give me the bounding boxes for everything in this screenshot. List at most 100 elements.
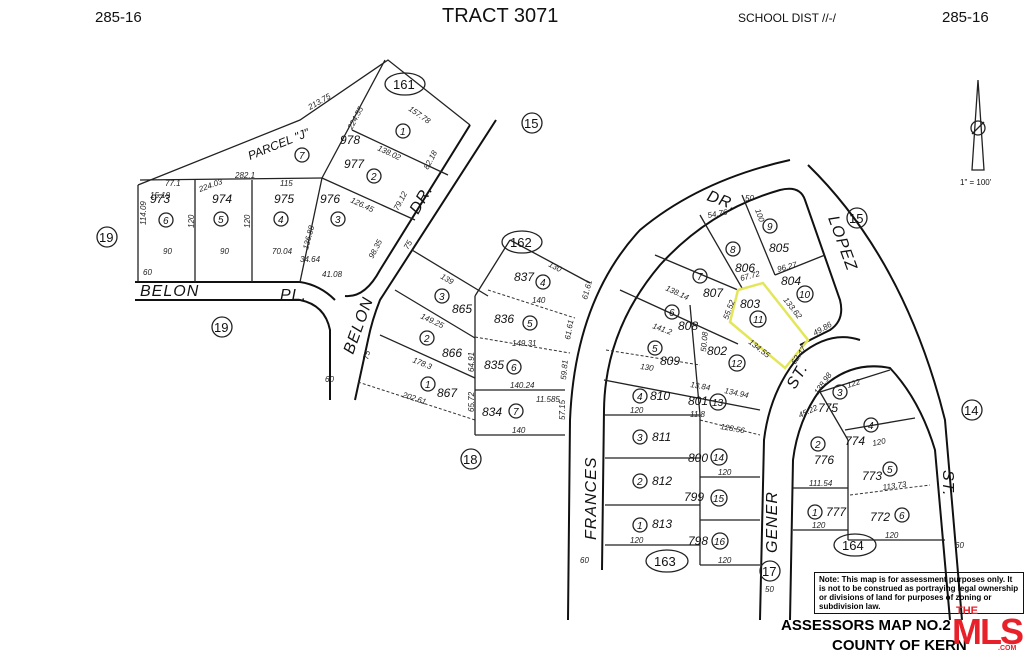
dimension-label: 90 <box>163 247 172 256</box>
lot-number: 4 <box>540 278 546 289</box>
lot-number: 6 <box>669 308 675 319</box>
lot-number: 5 <box>887 465 893 476</box>
dimension-label: 61.61 <box>563 319 575 340</box>
parcel-apn[interactable]: 975 <box>274 192 294 206</box>
dimension-label: 157.78 <box>407 104 433 126</box>
dimension-label: 120 <box>718 556 732 565</box>
block-15-a[interactable]: 15 <box>524 116 538 131</box>
lot-number: 4 <box>868 421 874 432</box>
dimension-label: 113.73 <box>882 480 907 492</box>
block-162[interactable]: 162 <box>510 235 532 250</box>
dimension-label: 62.47 <box>789 344 808 366</box>
parcel-apn[interactable]: 774 <box>845 434 865 448</box>
parcel-apn[interactable]: 834 <box>482 405 502 419</box>
block-163[interactable]: 163 <box>654 554 676 569</box>
dimension-label: 138.14 <box>664 284 690 303</box>
block-17[interactable]: 17 <box>762 564 776 579</box>
parcel-apn[interactable]: 773 <box>862 469 882 483</box>
lot-number: 3 <box>335 215 341 226</box>
dimension-label: 98.35 <box>367 238 385 260</box>
dimension-label: 100 <box>753 208 766 224</box>
parcel-apn[interactable]: 799 <box>684 490 704 504</box>
parcel-apn[interactable]: 978 <box>340 133 360 147</box>
parcel-apn[interactable]: 973 <box>150 192 170 206</box>
parcel-apn[interactable]: 810 <box>650 389 670 403</box>
parcel-apn[interactable]: 804 <box>781 274 801 288</box>
parcel-apn[interactable]: 836 <box>494 312 514 326</box>
dimension-label: 213.75 <box>306 91 333 112</box>
parcel-apn[interactable]: 807 <box>703 286 724 300</box>
lot-number: 6 <box>899 511 905 522</box>
dimension-label: 282.1 <box>234 171 255 180</box>
dimension-label: 115 <box>280 179 293 188</box>
dimension-label: 120 <box>187 214 196 228</box>
parcel-apn[interactable]: 808 <box>678 319 698 333</box>
dimension-label: 60 <box>325 375 334 384</box>
parcel-apn[interactable]: 976 <box>320 192 340 206</box>
block-164[interactable]: 164 <box>842 538 864 553</box>
dimension-label: 111.54 <box>809 479 833 488</box>
map-ref-left: 285-16 <box>95 9 142 26</box>
dimension-label: 70.04 <box>272 247 293 256</box>
parcel-apn[interactable]: 800 <box>688 451 708 465</box>
dimension-label: 138.98 <box>812 370 834 396</box>
parcel-apn[interactable]: 775 <box>818 401 838 415</box>
parcel-apn[interactable]: 776 <box>814 453 834 467</box>
highlighted-parcel-803[interactable] <box>728 281 810 370</box>
parcel-apn[interactable]: 865 <box>452 302 472 316</box>
street-belon-pl: BELON <box>140 283 199 300</box>
dimension-label: 134.94 <box>724 386 750 400</box>
dimension-label: 130 <box>547 260 563 274</box>
block-18[interactable]: 18 <box>463 452 477 467</box>
lot-number: 5 <box>218 215 224 226</box>
block-161[interactable]: 161 <box>393 77 415 92</box>
lot-number: 2 <box>423 334 430 345</box>
parcel-apn[interactable]: 977 <box>344 157 365 171</box>
scale-label: 1" = 100' <box>960 178 992 187</box>
dimension-label: 140 <box>532 296 546 305</box>
parcel-apn[interactable]: 811 <box>652 430 671 444</box>
dimension-label: 13.84 <box>690 380 712 392</box>
watermark-com: .COM <box>998 645 1017 652</box>
parcel-apn[interactable]: 809 <box>660 354 680 368</box>
parcel-apn[interactable]: 801 <box>688 394 708 408</box>
parcel-apn[interactable]: 974 <box>212 192 232 206</box>
parcel-apn[interactable]: 777 <box>826 505 847 519</box>
dimension-label: 120 <box>630 536 644 545</box>
parcel-apn[interactable]: 798 <box>688 534 708 548</box>
dimension-label: 202.61 <box>400 390 427 406</box>
dimension-label: 54.76 <box>707 208 729 220</box>
parcel-apn[interactable]: 867 <box>437 386 458 400</box>
parcel-apn[interactable]: 813 <box>652 517 672 531</box>
block-14[interactable]: 14 <box>964 403 978 418</box>
parcel-apn[interactable]: 837 <box>514 270 535 284</box>
lot-number: 15 <box>713 494 725 505</box>
parcel-apn[interactable]: 806 <box>735 261 755 275</box>
parcel-apn[interactable]: 805 <box>769 241 789 255</box>
parcel-apn[interactable]: 866 <box>442 346 462 360</box>
mls-watermark-logo: THE MLS .COM <box>950 605 1024 655</box>
lot-number: 12 <box>731 359 743 370</box>
dimension-label: 55.52 <box>721 298 736 320</box>
dimension-label: 64.91 <box>467 352 476 372</box>
parcel-apn[interactable]: 802 <box>707 344 727 358</box>
assessors-map-number: ASSESSORS MAP NO.2 <box>781 617 951 634</box>
lot-number: 3 <box>439 292 445 303</box>
parcel-apn[interactable]: 835 <box>484 358 504 372</box>
dimension-label: 60 <box>955 541 964 550</box>
dimension-label: 141.2 <box>651 321 673 336</box>
dimension-label: 114.09 <box>139 201 148 225</box>
school-district: SCHOOL DIST //-/ <box>738 11 837 25</box>
parcel-apn[interactable]: 772 <box>870 510 890 524</box>
parcel-apn[interactable]: 803 <box>740 297 760 311</box>
block-19-a[interactable]: 19 <box>99 230 113 245</box>
lot-number: 6 <box>163 216 169 227</box>
block-numbers: 161 162 163 164 15 15 19 19 18 17 14 <box>96 72 983 582</box>
block-15-b[interactable]: 15 <box>849 211 863 226</box>
dimension-label: 60 <box>580 556 589 565</box>
dimension-label: 140 <box>512 426 526 435</box>
parcel-apn[interactable]: 812 <box>652 474 672 488</box>
dimension-label: 34.64 <box>300 255 321 264</box>
dimension-label: 90 <box>220 247 229 256</box>
block-19-b[interactable]: 19 <box>214 320 228 335</box>
